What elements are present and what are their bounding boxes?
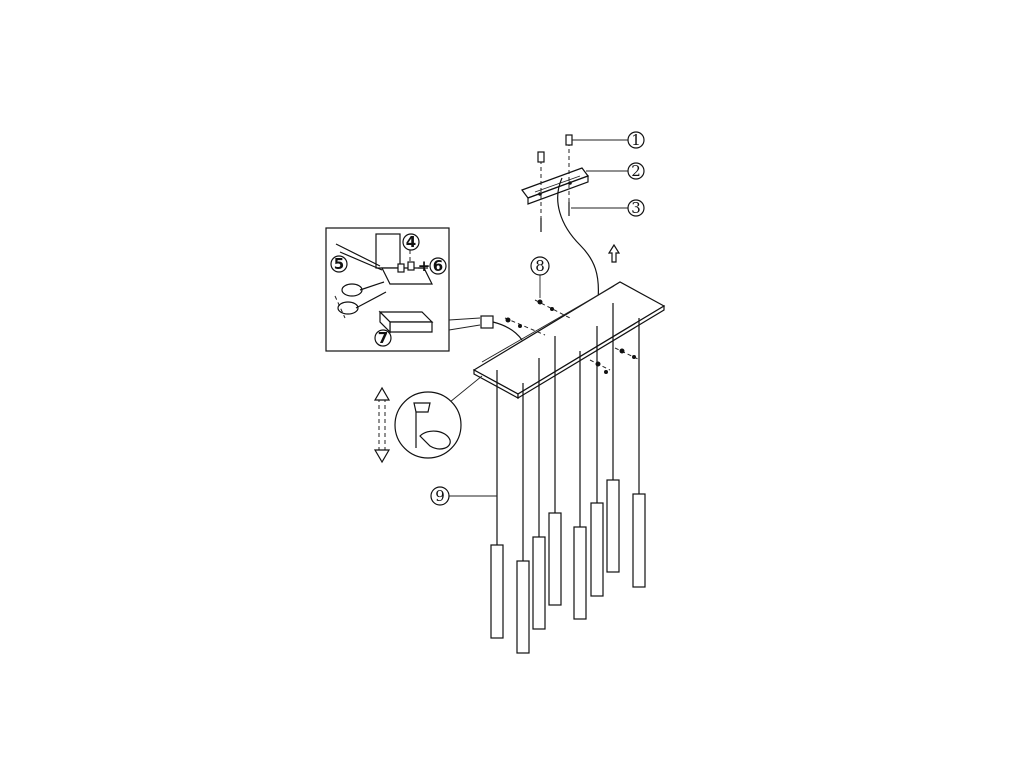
cord-grip-detail: [394, 375, 483, 459]
svg-text:4: 4: [406, 233, 416, 251]
svg-text:7: 7: [378, 329, 388, 347]
svg-text:2: 2: [631, 162, 641, 180]
pendant-tube: [490, 544, 504, 639]
up-arrow-icon: [607, 243, 621, 263]
svg-text:9: 9: [435, 487, 445, 505]
callout-9: 9: [430, 486, 497, 506]
callout-3: 3: [571, 199, 645, 217]
pendant-lights: [490, 303, 646, 654]
mounting-bracket: [521, 167, 589, 205]
callout-8: 8: [530, 256, 550, 298]
pendant-tube: [532, 536, 546, 630]
height-adjust-arrow-icon: [373, 386, 391, 464]
pendant-tube: [516, 560, 530, 654]
svg-text:1: 1: [631, 131, 641, 149]
wiring-detail-inset: 4 5 + 6 7: [325, 227, 523, 352]
svg-text:+: +: [418, 257, 431, 275]
pendant-tube: [590, 502, 604, 597]
canopy-plate: [472, 281, 666, 400]
pendant-tube: [632, 493, 646, 588]
svg-text:6: 6: [433, 257, 443, 275]
pendant-tube: [548, 512, 562, 606]
svg-text:3: 3: [631, 199, 641, 217]
supply-cable: [557, 177, 600, 301]
callout-2: 2: [586, 162, 645, 180]
callout-1: 1: [572, 131, 645, 149]
svg-text:8: 8: [535, 257, 545, 275]
svg-text:5: 5: [334, 255, 344, 273]
pendant-tube: [606, 479, 620, 573]
pendant-tube: [573, 526, 587, 620]
bracket-screws-top: [537, 134, 573, 232]
